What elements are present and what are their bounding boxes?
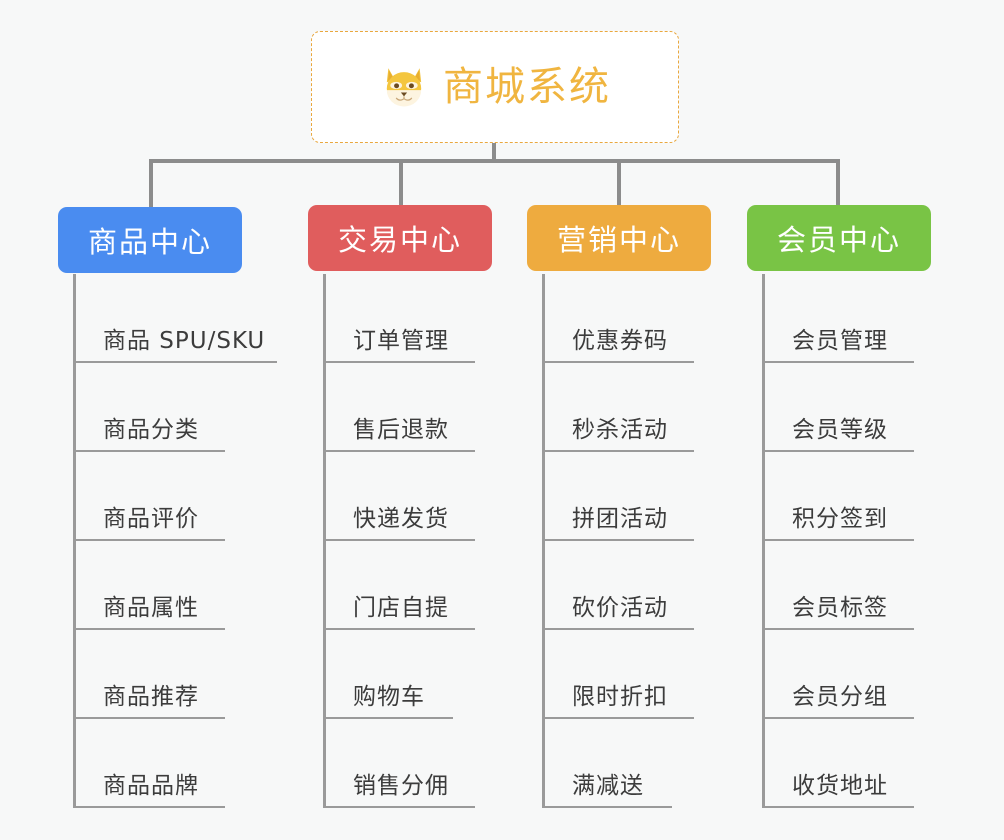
leaf-underline	[762, 628, 914, 630]
leaf-underline	[542, 450, 694, 452]
category-header-product[interactable]: 商品中心	[58, 207, 242, 273]
leaf-item-label: 门店自提	[353, 595, 449, 621]
leaf-item-label: 限时折扣	[572, 684, 668, 710]
leaf-underline	[323, 628, 475, 630]
leaf-spine	[762, 274, 765, 808]
leaf-item-label: 商品评价	[103, 506, 199, 532]
leaf-item-label: 售后退款	[353, 417, 449, 443]
leaf-item-label: 会员分组	[792, 684, 888, 710]
leaf-spine	[542, 274, 545, 808]
leaf-underline	[73, 717, 225, 719]
category-header-marketing[interactable]: 营销中心	[527, 205, 711, 271]
leaf-underline	[762, 450, 914, 452]
leaf-underline	[762, 539, 914, 541]
category-header-label: 会员中心	[776, 223, 901, 257]
connector-drop-4	[836, 159, 840, 207]
connector-drop-3	[617, 159, 621, 207]
category-header-trade[interactable]: 交易中心	[308, 205, 492, 271]
leaf-item-label: 商品分类	[103, 417, 199, 443]
leaf-underline	[73, 450, 225, 452]
connector-root-stem	[492, 143, 496, 163]
leaf-item-label: 收货地址	[792, 773, 888, 799]
category-header-member[interactable]: 会员中心	[747, 205, 931, 271]
leaf-underline	[323, 539, 475, 541]
leaf-underline	[542, 539, 694, 541]
leaf-item-label: 秒杀活动	[572, 417, 668, 443]
connector-horizontal-bus	[149, 159, 840, 163]
leaf-underline	[762, 361, 914, 363]
leaf-spine	[323, 274, 326, 808]
leaf-item-label: 满减送	[572, 773, 644, 799]
category-header-label: 商品中心	[87, 225, 212, 259]
leaf-item-label: 销售分佣	[353, 773, 449, 799]
leaf-item-label: 拼团活动	[572, 506, 668, 532]
leaf-item-label: 砍价活动	[572, 595, 668, 621]
leaf-underline	[73, 361, 277, 363]
root-node-shop-system[interactable]: 商城系统	[311, 31, 679, 143]
leaf-underline	[323, 717, 453, 719]
leaf-item-label: 订单管理	[353, 328, 449, 354]
connector-drop-2	[399, 159, 403, 207]
leaf-underline	[542, 361, 694, 363]
leaf-underline	[73, 539, 225, 541]
leaf-underline	[323, 450, 475, 452]
leaf-underline	[323, 806, 475, 808]
leaf-underline	[542, 628, 694, 630]
leaf-underline	[542, 717, 694, 719]
leaf-spine	[73, 274, 76, 808]
leaf-underline	[762, 806, 914, 808]
leaf-item-label: 会员标签	[792, 595, 888, 621]
leaf-item-label: 快递发货	[353, 506, 449, 532]
category-header-label: 营销中心	[556, 223, 681, 257]
leaf-item-label: 商品推荐	[103, 684, 199, 710]
leaf-item-label: 会员管理	[792, 328, 888, 354]
leaf-underline	[762, 717, 914, 719]
leaf-underline	[323, 361, 475, 363]
leaf-item-label: 商品 SPU/SKU	[103, 328, 266, 354]
leaf-item-label: 商品品牌	[103, 773, 199, 799]
leaf-item-label: 会员等级	[792, 417, 888, 443]
leaf-underline	[542, 806, 672, 808]
leaf-item-label: 积分签到	[792, 506, 888, 532]
connector-drop-1	[149, 159, 153, 207]
leaf-item-label: 购物车	[353, 684, 425, 710]
leaf-item-label: 优惠券码	[572, 328, 668, 354]
shiba-dog-icon	[386, 68, 422, 107]
root-title: 商城系统	[443, 64, 611, 110]
leaf-item-label: 商品属性	[103, 595, 199, 621]
category-header-label: 交易中心	[337, 223, 462, 257]
leaf-underline	[73, 628, 225, 630]
leaf-underline	[73, 806, 225, 808]
